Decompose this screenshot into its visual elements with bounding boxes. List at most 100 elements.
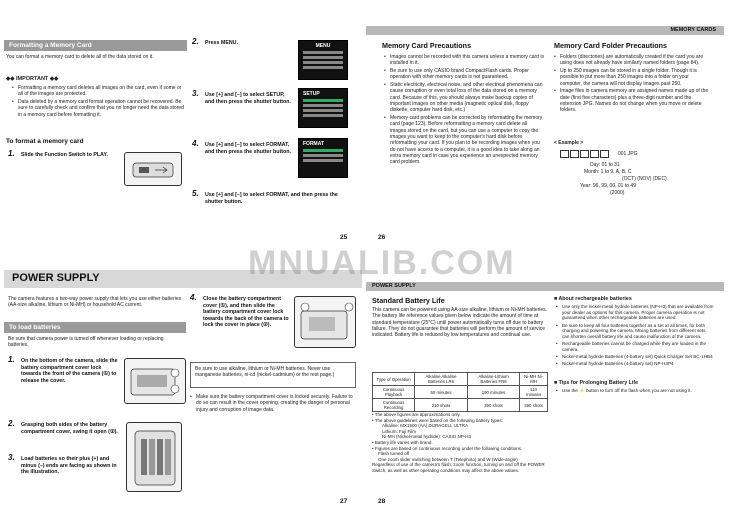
battery-notes: • The above figures are approximations o… <box>372 412 548 474</box>
table-cell: Continuous Recording <box>371 398 416 412</box>
folder-precautions-title: Memory Card Folder Precautions <box>554 41 668 50</box>
example-boxes <box>560 150 610 158</box>
table-cell: 390 shots <box>466 398 521 412</box>
load-step-1: 1.On the bottom of the camera, slide the… <box>8 355 118 384</box>
example-year: Year: 96, 99, 00, 01 to 49 <box>580 183 636 189</box>
format-intro: You can format a memory card to delete a… <box>6 54 154 60</box>
warning-text: Be sure to use alkaline, lithium or Ni-M… <box>195 366 335 379</box>
batteries-icon <box>134 430 176 486</box>
section-bar-formatting: Formatting a Memory Card <box>4 40 187 51</box>
format-screen: FORMAT <box>298 138 348 178</box>
power-intro: The camera features a two-way power supp… <box>8 296 182 309</box>
table-cell: Type of Operation <box>371 372 416 386</box>
table-cell: 50 minutes <box>414 385 468 399</box>
precautions-list: Images cannot be recorded with this came… <box>384 54 544 167</box>
precaution-item: Memory card problems can be corrected by… <box>384 115 544 165</box>
table-row: Continuous Playback 50 minutes 190 minut… <box>371 385 548 399</box>
battery-cover-illustration <box>124 358 186 404</box>
table-cell: Alkaline Alkaline Batteries LR6 <box>414 372 468 386</box>
page-25: Formatting a Memory Card You can format … <box>4 4 362 250</box>
note-line: • The above guidelines were based on the… <box>372 417 503 423</box>
rechargeable-item: Nickel-metal hydride Batteries (4-batter… <box>556 361 714 367</box>
table-row: Type of Operation Alkaline Alkaline Batt… <box>371 372 548 386</box>
page-number: 26 <box>378 234 386 241</box>
page-number: 27 <box>340 498 348 505</box>
page-27: POWER SUPPLY The camera features a two-w… <box>4 262 362 512</box>
warning-box: Be sure to use alkaline, lithium or Ni-M… <box>190 362 356 388</box>
note-item: Make sure the battery compartment cover … <box>190 394 356 413</box>
format-step-5: 5.Use [+] and [–] to select FORMAT, and … <box>192 189 338 205</box>
rechargeable-item: Use only the nickel-metal hydride batter… <box>556 304 714 321</box>
precaution-item: Be sure to use only CASIO brand CompactF… <box>384 68 544 81</box>
close-cover-illustration <box>294 296 356 348</box>
battery-life-title: Standard Battery Life <box>372 296 445 305</box>
battery-life-text: This camera can be powered using AA-size… <box>372 307 548 339</box>
load-step-2: 2.Grasping both sides of the battery com… <box>8 419 118 435</box>
table-cell: Continuous Playback <box>371 385 416 399</box>
load-batteries-bar: To load batteries <box>4 322 186 333</box>
close-cover-icon <box>300 302 354 340</box>
table-cell: 110 minutes <box>519 385 548 399</box>
format-step-3: 3.Use [+] and [–] to select SETUP, and t… <box>192 89 291 105</box>
table-cell: 190 minutes <box>466 385 521 399</box>
note-line: Lithium: Fuji Film <box>382 428 417 434</box>
note-line: Flash turned off <box>378 451 410 457</box>
watermark: MNUALIB.COM <box>248 244 516 282</box>
tip-item: Use the ⚡ button to turn off the flash w… <box>556 388 714 394</box>
folder-item: Up to 250 images can be stored in a sing… <box>554 68 712 87</box>
important-icon: ◆◆ <box>48 76 59 82</box>
page-26: MEMORY CARDS Memory Card Precautions Ima… <box>366 4 724 250</box>
folder-list: Folders (directories) are automatically … <box>554 54 712 115</box>
page-number: 28 <box>378 498 386 505</box>
battery-cover-icon <box>130 368 180 396</box>
battery-load-illustration <box>126 422 182 492</box>
table-cell: Alkaline-Lithium Batteries FR6 <box>466 372 521 386</box>
menu-screen: MENU <box>298 40 348 80</box>
header-bar: MEMORY CARDS <box>366 26 724 35</box>
format-step-1: 1.Slide the Function Switch to PLAY. <box>8 149 108 158</box>
table-row: Continuous Recording 210 shots 390 shots… <box>371 398 548 412</box>
folder-item: Folders (directories) are automatically … <box>554 54 712 67</box>
load-intro: Be sure that camera power is turned off … <box>8 336 164 349</box>
rechargeable-item: Be sure to keep all four batteries toget… <box>556 323 714 340</box>
header-bar: POWER SUPPLY <box>366 282 724 291</box>
rechargeable-item: Nickel-metal hydride Batteries (4-batter… <box>556 354 714 360</box>
note-line: • Battery life varies with brand. <box>372 439 433 445</box>
folder-item: Image files in camera memory are assigne… <box>554 88 712 113</box>
load-step-3: 3.Load batteries so their plus (+) and m… <box>8 453 117 475</box>
important-item: Formatting a memory card deletes all ima… <box>12 85 187 98</box>
example-day: Day: 01 to 31 <box>590 162 620 168</box>
important-item: Data deleted by a memory card format ope… <box>12 99 187 118</box>
note-line: Regardless of use of the camera's flash,… <box>372 462 545 473</box>
camera-switch-illustration <box>124 152 182 186</box>
example-month: Month: 1 to 9, A, B, C <box>584 169 632 175</box>
important-title: ◆◆ IMPORTANT ◆◆ <box>6 76 59 82</box>
rechargeable-title: ■ About rechargeable batteries <box>554 296 632 302</box>
note-line: Ni-MH (Nickel-metal hydride): CASIO NP-H… <box>382 434 472 440</box>
tips-title: ■ Tips for Prolonging Battery Life <box>554 380 639 386</box>
cover-note: Make sure the battery compartment cover … <box>190 394 356 414</box>
format-step-4: 4.Use [+] and [–] to select FORMAT, and … <box>192 139 291 155</box>
setup-screen: SETUP <box>298 88 348 128</box>
page-28: POWER SUPPLY Standard Battery Life This … <box>366 262 724 512</box>
battery-life-table: Type of Operation Alkaline Alkaline Batt… <box>371 372 548 412</box>
function-switch-icon <box>132 162 174 178</box>
rechargeable-list: Use only the nickel-metal hydride batter… <box>556 304 714 369</box>
important-icon: ◆◆ <box>6 76 16 82</box>
precaution-item: Static electricity, electrical noise, an… <box>384 82 544 113</box>
note-line: Alkaline: MX1500 (AA) DURACELL ULTRA <box>382 423 469 429</box>
example-month-names: (OCT) (NOV) (DEC) <box>622 176 667 182</box>
power-title-bar: POWER SUPPLY <box>4 270 362 288</box>
rechargeable-item: Rechargeable batteries cannot be charged… <box>556 341 714 352</box>
page-number: 25 <box>340 234 348 241</box>
load-step-4: 4.Close the battery compartment cover (①… <box>190 293 289 328</box>
tips-list: Use the ⚡ button to turn off the flash w… <box>556 388 714 395</box>
precautions-title: Memory Card Precautions <box>382 41 472 50</box>
table-cell: Ni-MH Ni-MH <box>519 372 548 386</box>
important-list: Formatting a memory card deletes all ima… <box>12 85 187 119</box>
precaution-item: Images cannot be recorded with this came… <box>384 54 544 67</box>
example-year-note: (2000) <box>610 190 625 196</box>
note-line: • Figures are based on continuous record… <box>372 445 523 451</box>
note-line: • The above figures are approximations o… <box>372 412 461 417</box>
format-step-2: 2.Press MENU. <box>192 37 238 46</box>
